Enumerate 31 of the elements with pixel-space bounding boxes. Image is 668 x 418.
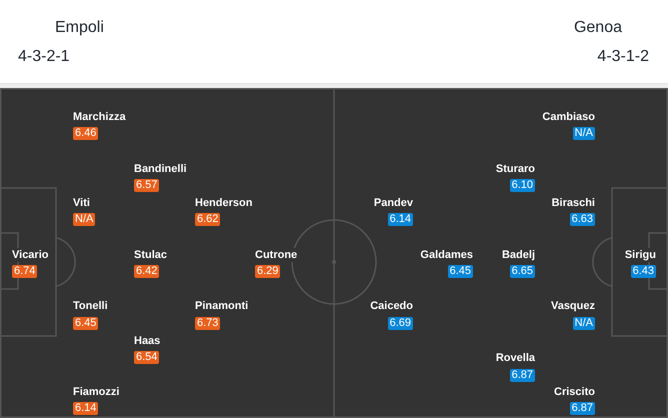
team-name: Empoli bbox=[55, 18, 104, 38]
player-rating: 6.69 bbox=[388, 317, 413, 330]
player-rating: 6.29 bbox=[255, 265, 280, 278]
player-rating: 6.42 bbox=[134, 265, 160, 278]
player-name: Sirigu bbox=[624, 248, 656, 262]
player-rating: 6.87 bbox=[570, 402, 595, 415]
player-rating: 6.87 bbox=[510, 369, 535, 382]
formation: 4-3-2-1 bbox=[18, 47, 70, 67]
player-rating: 6.74 bbox=[12, 265, 38, 278]
player-rating: 6.14 bbox=[73, 402, 98, 415]
player-rating: N/A bbox=[73, 213, 96, 226]
player-rating: N/A bbox=[572, 317, 595, 330]
player-rating: 6.63 bbox=[570, 213, 595, 226]
player-rating: 6.43 bbox=[630, 265, 656, 278]
player-rating: 6.10 bbox=[510, 179, 535, 192]
player-name: Vasquez bbox=[550, 299, 595, 313]
player-rating: 6.73 bbox=[195, 317, 220, 330]
player-rating: N/A bbox=[572, 127, 595, 140]
player-rating: 6.45 bbox=[448, 265, 473, 278]
player-rating: 6.62 bbox=[195, 213, 220, 226]
player-rating: 6.14 bbox=[388, 213, 413, 226]
player-rating: 6.57 bbox=[134, 179, 160, 192]
player-name: Badelj bbox=[502, 248, 535, 262]
player-rating: 6.45 bbox=[73, 317, 98, 330]
player-rating: 6.65 bbox=[510, 265, 535, 278]
player-name: Cutrone bbox=[255, 248, 298, 262]
team-name: Genoa bbox=[574, 18, 622, 38]
player-rating: 6.46 bbox=[73, 127, 98, 140]
formation: 4-3-1-2 bbox=[597, 47, 649, 67]
player-name: Vicario bbox=[12, 248, 48, 262]
player-rating: 6.54 bbox=[134, 351, 160, 364]
